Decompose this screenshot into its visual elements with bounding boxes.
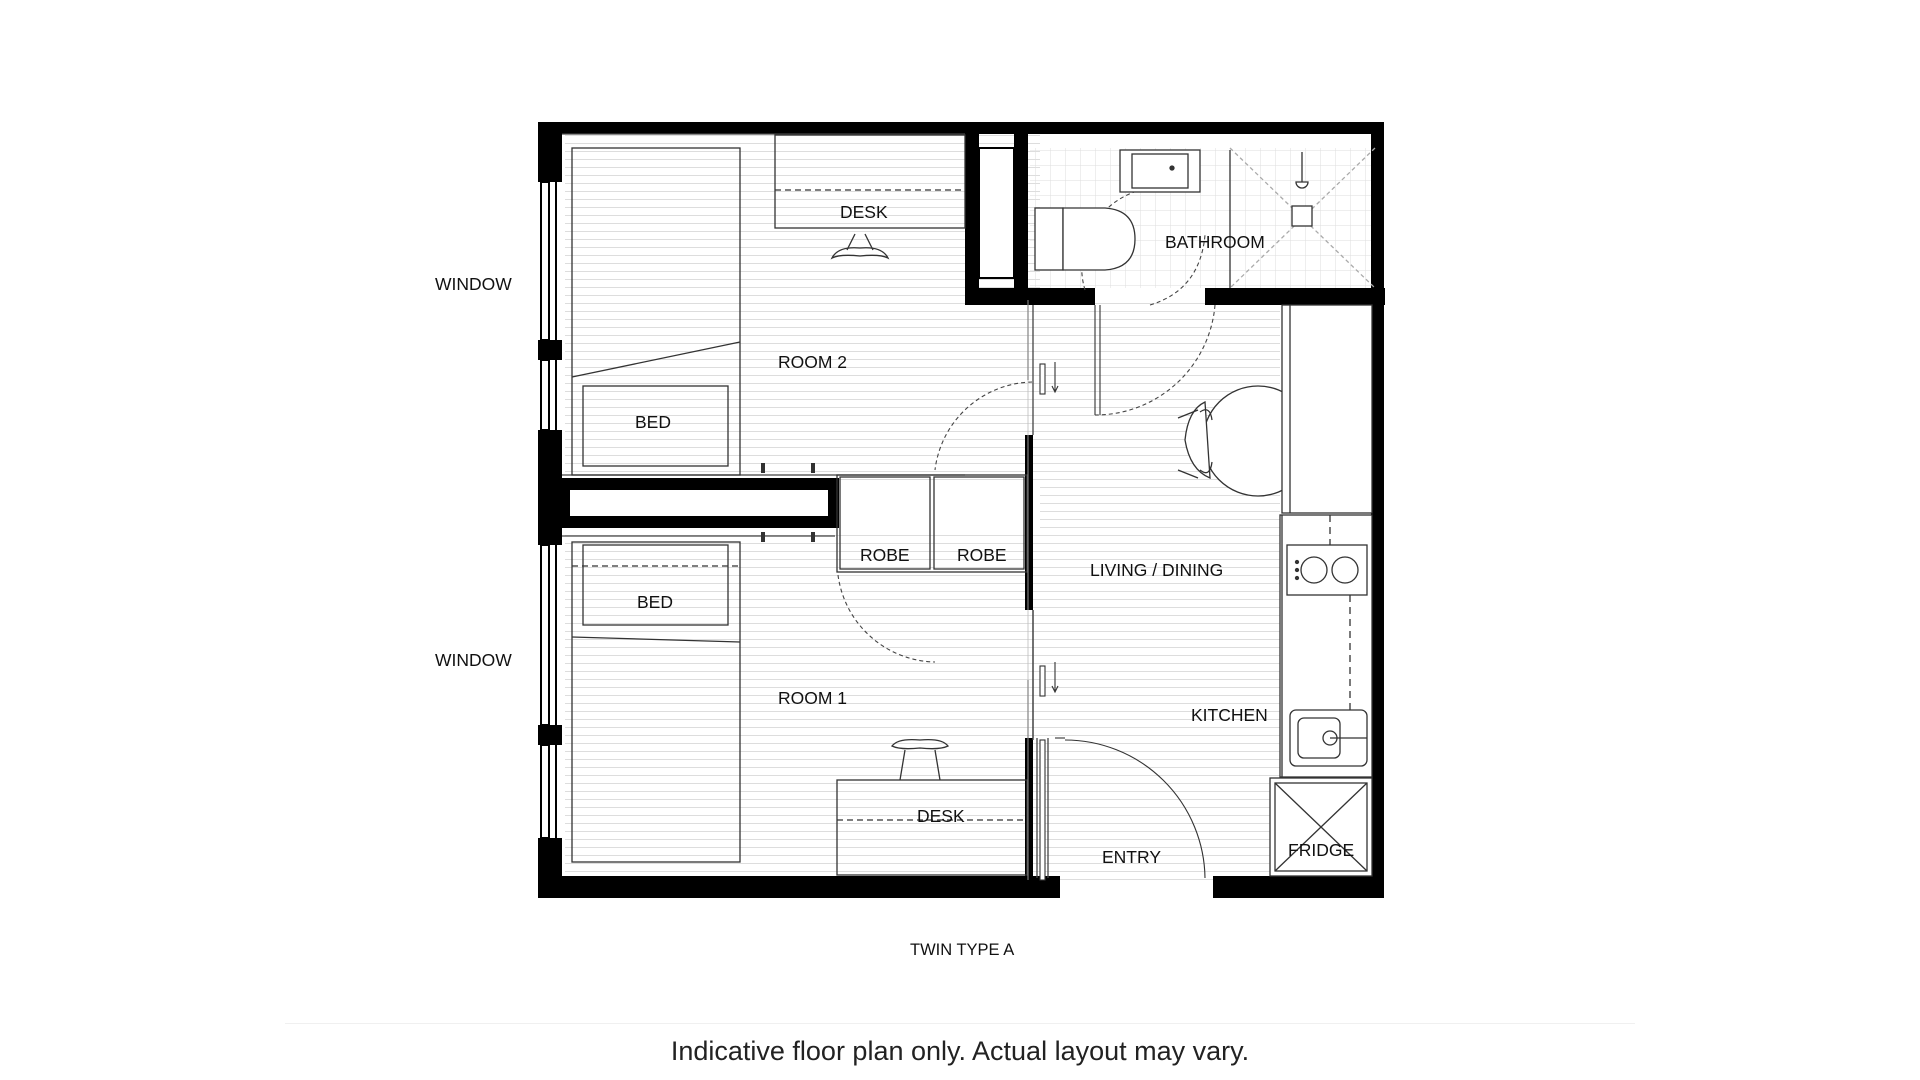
exterior-walls — [538, 122, 1384, 898]
interior-walls — [562, 122, 1385, 878]
caption-divider — [285, 1023, 1635, 1024]
kitchen-label: KITCHEN — [1191, 705, 1268, 725]
robes — [836, 474, 1028, 573]
bed-top-label: BED — [635, 412, 671, 432]
kitchen-fixtures — [1269, 304, 1373, 877]
bathroom-fixtures — [1034, 147, 1376, 289]
disclaimer-caption: Indicative floor plan only. Actual layou… — [670, 1036, 1250, 1066]
partition-lines — [562, 133, 1049, 878]
room1-label: ROOM 1 — [778, 688, 847, 708]
room2-furniture — [571, 134, 966, 476]
bathroom-label: BATHROOM — [1165, 232, 1265, 252]
living-dining-label: LIVING / DINING — [1090, 560, 1223, 580]
floor-hatching — [565, 135, 1280, 880]
plan-type-title: TWIN TYPE A — [910, 941, 1014, 959]
room2-label: ROOM 2 — [778, 352, 847, 372]
fridge-label: FRIDGE — [1288, 840, 1354, 860]
window-top-label: WINDOW — [435, 274, 512, 294]
desk-top-label: DESK — [840, 202, 888, 222]
robe-left-label: ROBE — [860, 545, 910, 565]
entry-label: ENTRY — [1102, 847, 1161, 867]
window-bottom-label: WINDOW — [435, 650, 512, 670]
desk-bottom-label: DESK — [917, 806, 965, 826]
room1-furniture — [571, 532, 1028, 876]
window-frames — [540, 181, 557, 839]
bed-bottom-label: BED — [637, 592, 673, 612]
door-swings — [837, 187, 1216, 881]
room-labels: WINDOW WINDOW DESK BATHROOM ROOM 2 BED R… — [435, 202, 1354, 959]
robe-right-label: ROBE — [957, 545, 1007, 565]
